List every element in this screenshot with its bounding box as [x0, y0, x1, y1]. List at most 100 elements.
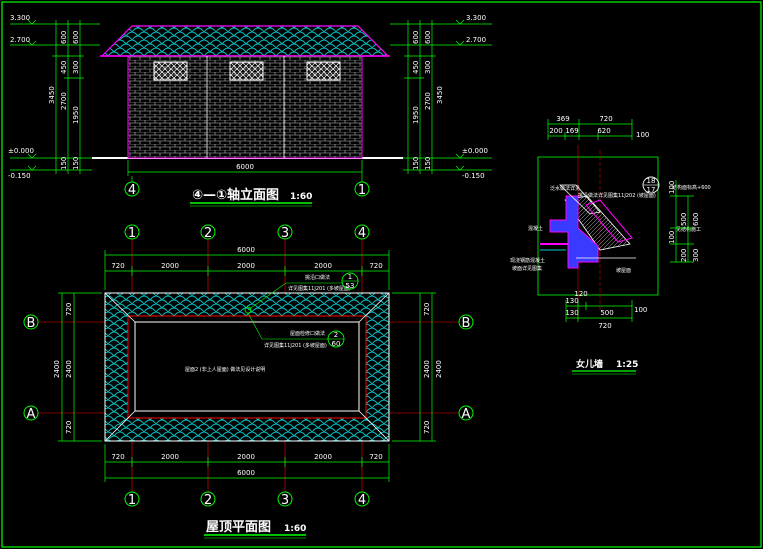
- callout2-text: 屋面检修口做法: [290, 330, 325, 337]
- axis-label: 3: [281, 226, 289, 241]
- dim-text: 120: [574, 290, 587, 298]
- axis-label: 2: [204, 493, 212, 508]
- dim-text: 2000: [161, 262, 179, 270]
- level-eave-left: 2.700: [10, 36, 30, 44]
- parapet-note: 现浇钢筋混凝土: [510, 257, 545, 264]
- dim-text: 200: [549, 127, 562, 135]
- bubble-text: 60: [332, 340, 341, 348]
- parapet-detail-view: 369 720 200 169 620 100 泛水做法详见 挑沿做法详见图集1…: [510, 115, 711, 375]
- dim-text: 2000: [237, 453, 255, 461]
- dim-text: 720: [65, 421, 73, 434]
- axis-bubbles-top: 1 2 3 4: [124, 224, 370, 241]
- level-floor-left: ±0.000: [8, 147, 34, 155]
- dim-text: 720: [369, 262, 382, 270]
- dim-text: 300: [692, 249, 700, 262]
- dim-text: 2700: [424, 92, 432, 110]
- elevation-view: 6000 4 1 ④—①轴立面图 1:60 3.300 2: [8, 14, 492, 207]
- parapet-note: 坡屋面: [616, 267, 631, 274]
- callout1-text: 挑沿口做法: [305, 274, 330, 281]
- roof-overall-bottom: 6000: [237, 469, 255, 477]
- dim-text: 1950: [72, 106, 80, 124]
- level-ground-left: -0.150: [8, 172, 31, 180]
- dim-text: 300: [72, 61, 80, 74]
- bubble-text: 17: [647, 186, 656, 194]
- parapet-note: 坡面详见图集: [512, 265, 542, 272]
- dim-text: 100: [636, 131, 649, 139]
- bubble-text: 18: [647, 177, 656, 185]
- parapet-scale: 1:25: [616, 360, 638, 370]
- axis-label: 4: [358, 493, 366, 508]
- dim-text: 100: [668, 231, 676, 244]
- dim-text: 720: [111, 262, 124, 270]
- level-ridge-right: 3.300: [466, 14, 486, 22]
- level-ground-right: -0.150: [462, 172, 485, 180]
- bubble-text: 1: [348, 273, 352, 281]
- roof-overall-top: 6000: [237, 246, 255, 254]
- roof-plan-title: 屋顶平面图: [206, 520, 271, 535]
- parapet-note: 见结构施工: [676, 226, 701, 233]
- dim-text: 369: [556, 115, 569, 123]
- axis-label: 3: [281, 493, 289, 508]
- dim-text: 150: [72, 157, 80, 170]
- dim-text: 720: [369, 453, 382, 461]
- axis-bubble-1: [354, 181, 370, 197]
- parapet-title: 女儿墙: [576, 358, 603, 370]
- parapet-section: [549, 195, 599, 269]
- axis-label: B: [462, 316, 471, 331]
- roof-center-note: 屋面2 (非上人屋面) 做法见设计说明: [185, 366, 265, 373]
- dim-text: 720: [598, 322, 611, 330]
- dim-text: 720: [599, 115, 612, 123]
- dim-text: 2400: [53, 360, 61, 378]
- dim-text: 2400: [435, 360, 443, 378]
- dim-text: 130: [565, 309, 578, 317]
- axis-label: 4: [358, 226, 366, 241]
- dim-text: 3450: [48, 86, 56, 104]
- dim-text: 100: [668, 181, 676, 194]
- dim-text: 3450: [436, 86, 444, 104]
- parapet-note: 挑沿做法详见图集11J202 (坡屋面): [578, 192, 656, 199]
- elevation-roof: [100, 25, 390, 57]
- parapet-note: 混凝土: [528, 225, 543, 232]
- dim-text: 500: [600, 309, 613, 317]
- axis-bubbles-side: B A B A: [23, 314, 474, 422]
- elevation-width-dim: 6000: [236, 163, 254, 171]
- dim-text: 720: [111, 453, 124, 461]
- lattice-window: [229, 61, 264, 81]
- level-eave-right: 2.700: [466, 36, 486, 44]
- parapet-note: 泛水做法详见: [550, 185, 580, 192]
- dim-text: 600: [424, 31, 432, 44]
- dim-text: 2000: [237, 262, 255, 270]
- axis-bubbles-bottom: 1 2 3 4: [124, 491, 370, 508]
- dim-text: 2400: [65, 360, 73, 378]
- dim-text: 620: [597, 127, 610, 135]
- level-ridge-left: 3.300: [10, 14, 30, 22]
- callout2-ref: 详见图集11J201 (多坡屋面): [264, 342, 327, 349]
- dim-text: 130: [565, 297, 578, 305]
- lattice-window: [306, 61, 341, 81]
- dim-text: 2700: [60, 92, 68, 110]
- dim-text: 2400: [423, 360, 431, 378]
- elevation-title: ④—①轴立面图: [192, 187, 279, 203]
- callout1-ref: 详见图集11J201 (多坡屋面): [288, 285, 351, 292]
- dim-text: 100: [634, 306, 647, 314]
- lattice-window: [153, 61, 188, 81]
- axis-label: A: [27, 407, 36, 422]
- dim-text: 200: [680, 249, 688, 262]
- dim-text: 169: [565, 127, 578, 135]
- dim-text: 2000: [314, 262, 332, 270]
- dim-text: 720: [423, 303, 431, 316]
- axis-label: 1: [128, 493, 136, 508]
- dim-text: 450: [412, 61, 420, 74]
- elevation-scale: 1:60: [290, 192, 312, 202]
- dim-text: 500: [680, 213, 688, 226]
- parapet-note: 结构面标高+600: [672, 184, 711, 191]
- axis-label: B: [27, 316, 36, 331]
- bubble-text: 2: [334, 331, 338, 339]
- dim-text: 720: [65, 303, 73, 316]
- axis-label: 1: [358, 183, 366, 198]
- dim-text: 150: [412, 157, 420, 170]
- axis-bubble-4: [124, 181, 140, 197]
- roof-plan-scale: 1:60: [284, 524, 306, 534]
- bubble-text: 53: [346, 282, 355, 290]
